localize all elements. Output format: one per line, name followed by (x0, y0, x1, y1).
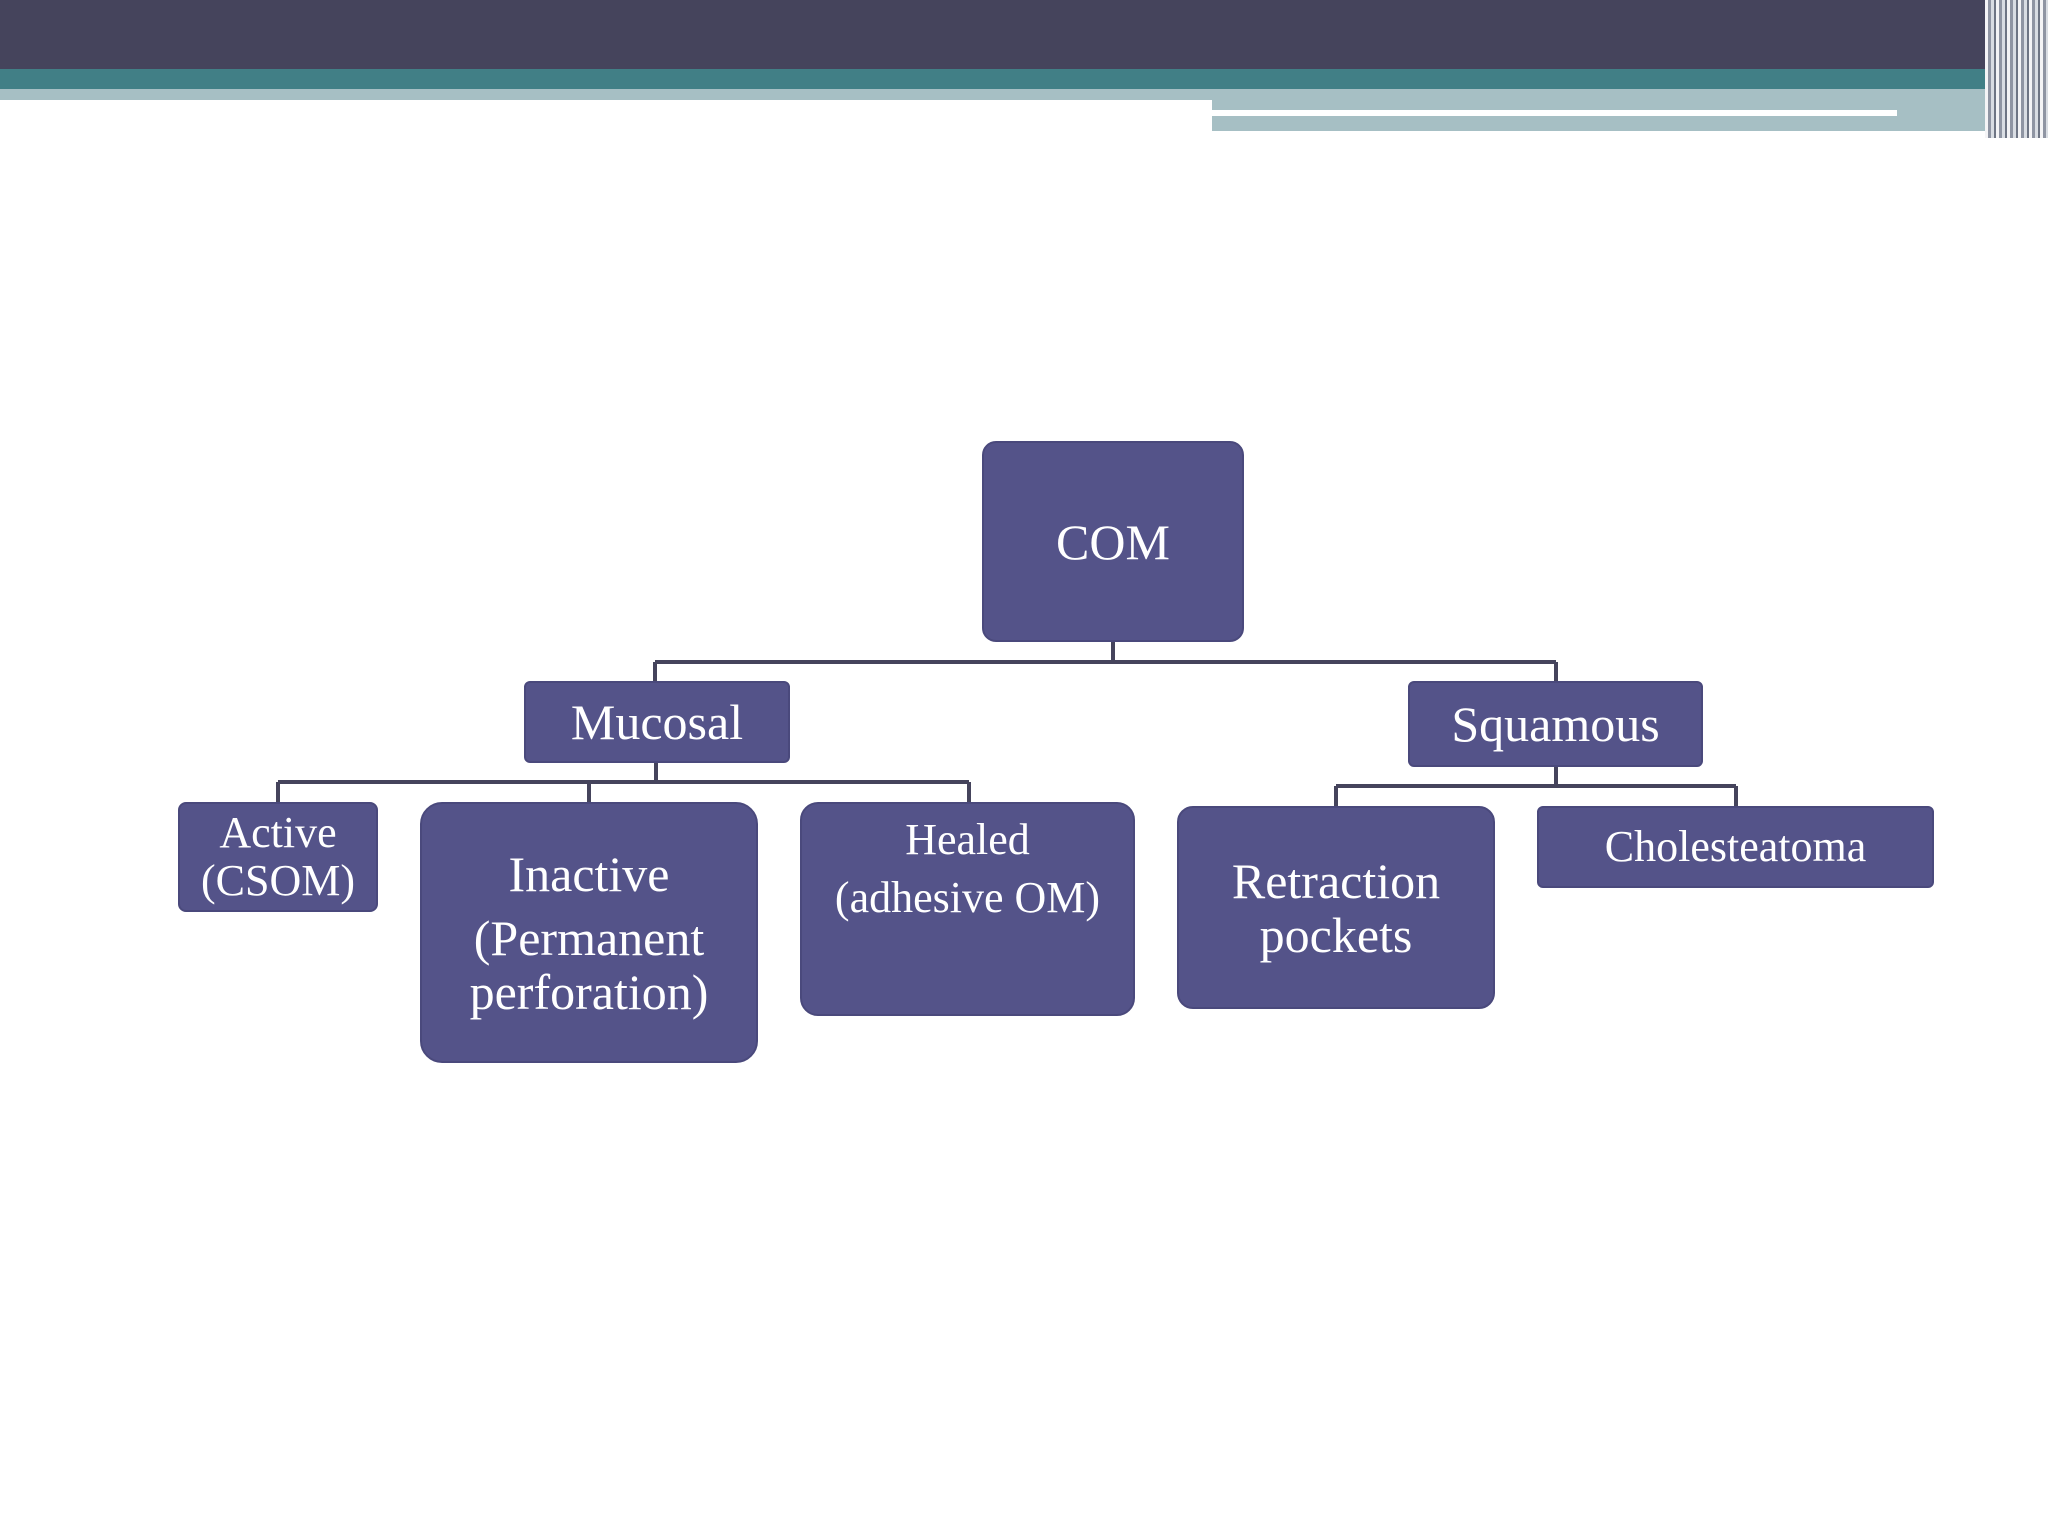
node-mucosal-label: Mucosal (570, 694, 744, 750)
node-inactive-line2: (Permanent (473, 909, 705, 966)
node-mucosal: Mucosal (524, 681, 790, 763)
header-stripes (1985, 0, 2048, 138)
node-active-line2: (CSOM) (200, 856, 356, 905)
node-retraction-line2: pockets (1259, 906, 1413, 963)
node-healed: Healed (adhesive OM) (800, 802, 1135, 1016)
header-white-notch (1652, 131, 2008, 139)
node-com-label: COM (1056, 513, 1170, 570)
node-healed-line1: Healed (905, 815, 1030, 864)
header-band-dark (0, 0, 2048, 69)
node-cholesteatoma-label: Cholesteatoma (1604, 822, 1867, 872)
node-inactive-line3: perforation) (469, 963, 709, 1020)
node-cholesteatoma: Cholesteatoma (1537, 806, 1934, 888)
header-band-light-left (0, 89, 1212, 100)
node-inactive: Inactive (Permanent perforation) (420, 802, 758, 1063)
node-squamous-label: Squamous (1451, 696, 1660, 752)
node-squamous: Squamous (1408, 681, 1703, 767)
node-retraction-line1: Retraction (1231, 852, 1441, 909)
node-active: Active (CSOM) (178, 802, 378, 912)
node-inactive-line1: Inactive (508, 845, 670, 902)
node-active-line1: Active (219, 808, 337, 858)
node-com: COM (982, 441, 1244, 642)
node-healed-line2: (adhesive OM) (834, 872, 1101, 922)
header-white-line (1212, 110, 1897, 116)
header-band-teal (0, 69, 2048, 89)
node-retraction-pockets: Retraction pockets (1177, 806, 1495, 1009)
